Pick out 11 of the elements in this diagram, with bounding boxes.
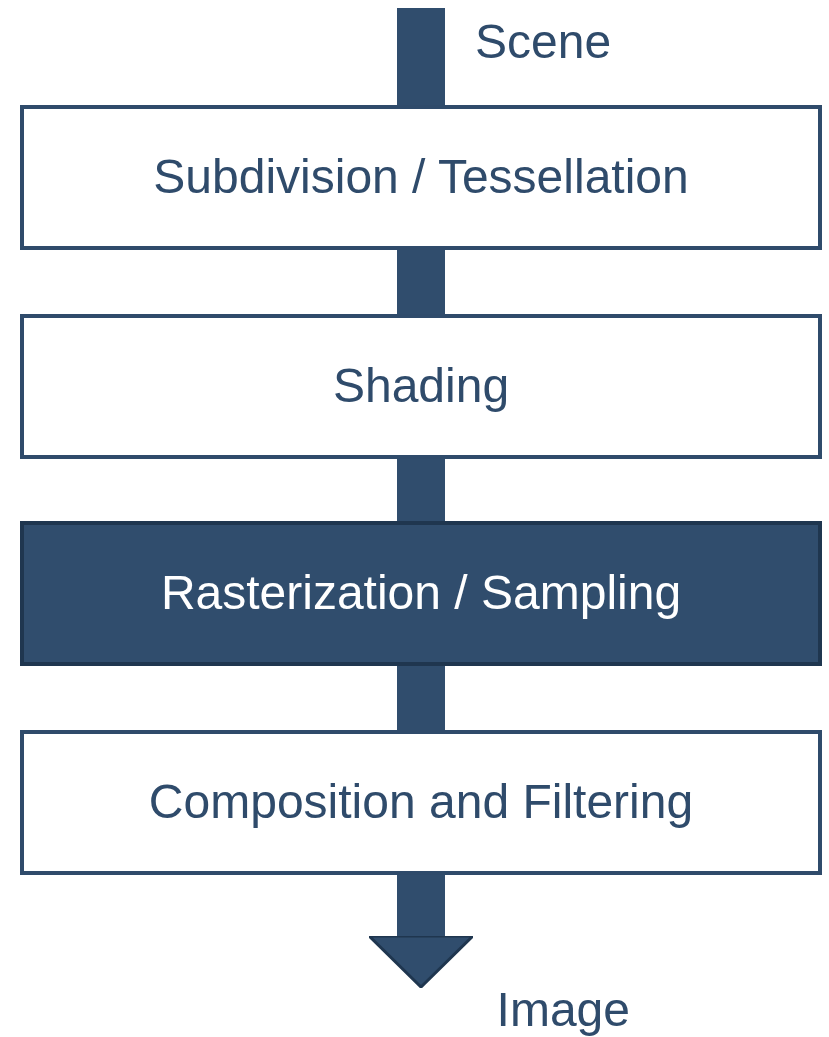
process-box: [20, 521, 822, 666]
stage-label: Subdivision / Tessellation: [153, 151, 689, 204]
flow-arrow: [367, 875, 475, 989]
process-box: [20, 314, 822, 459]
flow-end-label: Scene: [475, 14, 612, 69]
stage-label: Composition and Filtering: [148, 776, 694, 829]
process-box: [20, 105, 822, 250]
process-box: [20, 730, 822, 875]
flow-end-label: Image: [496, 984, 630, 1037]
stage-label: Shading: [332, 360, 510, 413]
stage-label: Rasterization / Sampling: [160, 567, 682, 620]
